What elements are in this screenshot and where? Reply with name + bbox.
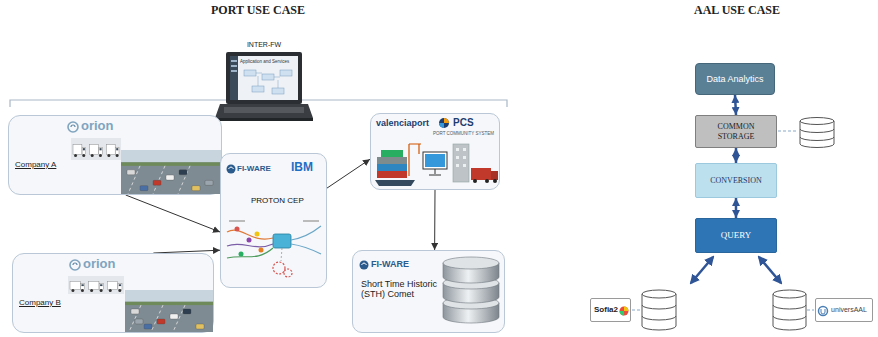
process-box: Data Analytics (695, 63, 775, 95)
engine-box: FI-WARE IBM PROTON CEP (220, 153, 327, 288)
system-box: valenciaport PCS PORT COMMUNITY SYSTEM (370, 113, 500, 190)
platform-label: Sofia2 (594, 305, 618, 314)
data-flow-arrow (327, 159, 370, 188)
logo-text: IBM (291, 161, 313, 175)
section-title: PORT USE CASE (140, 4, 376, 18)
node-illustration (9, 116, 221, 194)
logo-subtitle: PORT COMMUNITY SYSTEM (433, 131, 494, 136)
flow-arrow (735, 198, 738, 218)
process-box: CONVERSION (695, 163, 777, 198)
data-flow-arrow (126, 195, 220, 232)
logo-text: orion (83, 257, 116, 272)
dashed-link (778, 131, 798, 132)
database-cylinder (642, 290, 676, 330)
device-label: INTER-FW (234, 41, 294, 49)
platform-box: Sofia2 (590, 298, 631, 322)
flow-arrow (735, 95, 736, 115)
flow-arrow (735, 148, 738, 163)
process-box: QUERY (695, 218, 777, 253)
logo-text: valenciaport (376, 118, 429, 128)
process-label: CONVERSION (710, 176, 762, 185)
logo-text: FI-WARE (371, 259, 409, 269)
section-title: AAL USE CASE (680, 4, 794, 18)
platform-box: universAAL (815, 298, 873, 322)
double-arrow (759, 257, 781, 283)
double-arrow (691, 257, 713, 283)
company-box: orionCompany A (8, 115, 222, 195)
screen-text: Application and Services (240, 59, 289, 64)
storage-box: FI-WARE Short Time Historic (STH) Comet (352, 250, 505, 333)
logo-text: FI-WARE (237, 164, 271, 173)
process-label: QUERY (721, 230, 752, 240)
process-label: Data Analytics (706, 74, 763, 84)
process-box: COMMON STORAGE (695, 115, 777, 148)
process-label: COMMON STORAGE (705, 122, 767, 140)
dashed-link (632, 310, 641, 311)
database-cylinder (800, 118, 834, 148)
platform-label: universAAL (831, 306, 867, 314)
company-box: orionCompany B (12, 253, 214, 333)
dashed-link (807, 310, 814, 311)
company-name: Company B (19, 298, 61, 307)
laptop-illustration (215, 52, 313, 121)
logo-text: PCS (453, 117, 474, 129)
component-name: Short Time Historic (STH) Comet (361, 279, 441, 300)
company-name: Company A (15, 160, 56, 169)
node-illustration (816, 299, 830, 321)
data-flow-arrow (434, 190, 435, 250)
logo-text: orion (81, 119, 114, 134)
database-cylinder (773, 290, 806, 330)
component-name: PROTON CEP (251, 196, 304, 205)
node-illustration (618, 299, 630, 321)
